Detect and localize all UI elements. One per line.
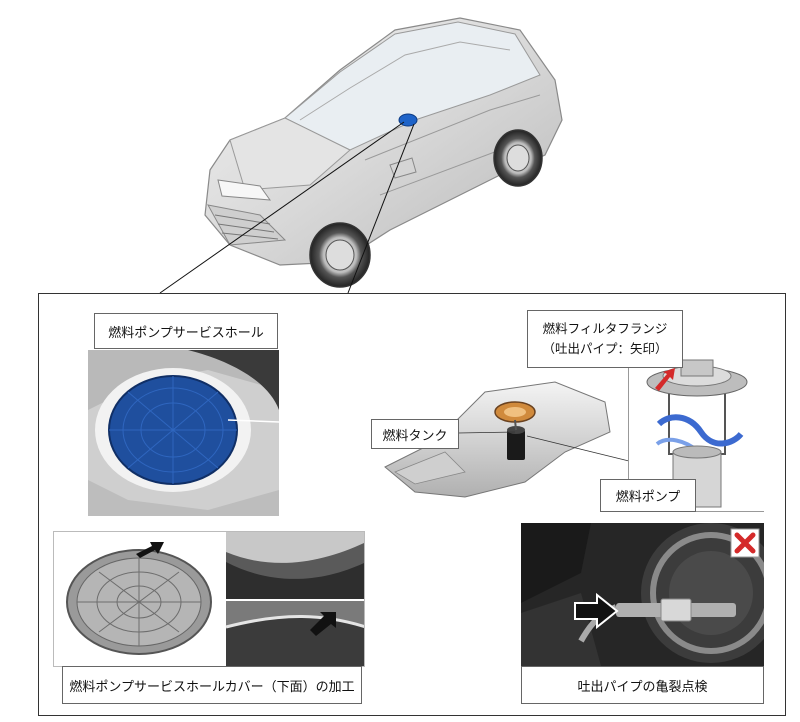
fuel-tank-illustration xyxy=(384,381,611,498)
red-x-icon xyxy=(734,532,756,554)
fuel-tank-label: 燃料タンク xyxy=(371,419,459,449)
cover-underside-photo xyxy=(53,531,365,667)
fuel-pump-photo xyxy=(628,344,764,512)
filter-flange-label-line1: 燃料フィルタフランジ xyxy=(542,321,668,336)
filter-flange-label-line2: （吐出パイプ：矢印） xyxy=(542,341,668,356)
vehicle-illustration xyxy=(204,17,563,288)
filter-flange-label: 燃料フィルタフランジ （吐出パイプ：矢印） xyxy=(527,310,683,368)
service-hole-label: 燃料ポンプサービスホール xyxy=(94,313,278,349)
discharge-pipe-photo xyxy=(521,523,764,666)
service-hole-photo xyxy=(88,350,279,516)
fuel-pump-label: 燃料ポンプ xyxy=(600,479,696,512)
pipe-inspection-label: 吐出パイプの亀裂点検 xyxy=(521,666,764,704)
black-arrow-icon xyxy=(136,542,164,558)
black-arrow-icon-pipe xyxy=(574,592,619,630)
cover-processing-label: 燃料ポンプサービスホールカバー（下面）の加工 xyxy=(62,666,362,704)
blue-dot-icon xyxy=(398,113,418,127)
detail-frame xyxy=(38,293,786,716)
red-arrow-icon xyxy=(655,368,675,391)
